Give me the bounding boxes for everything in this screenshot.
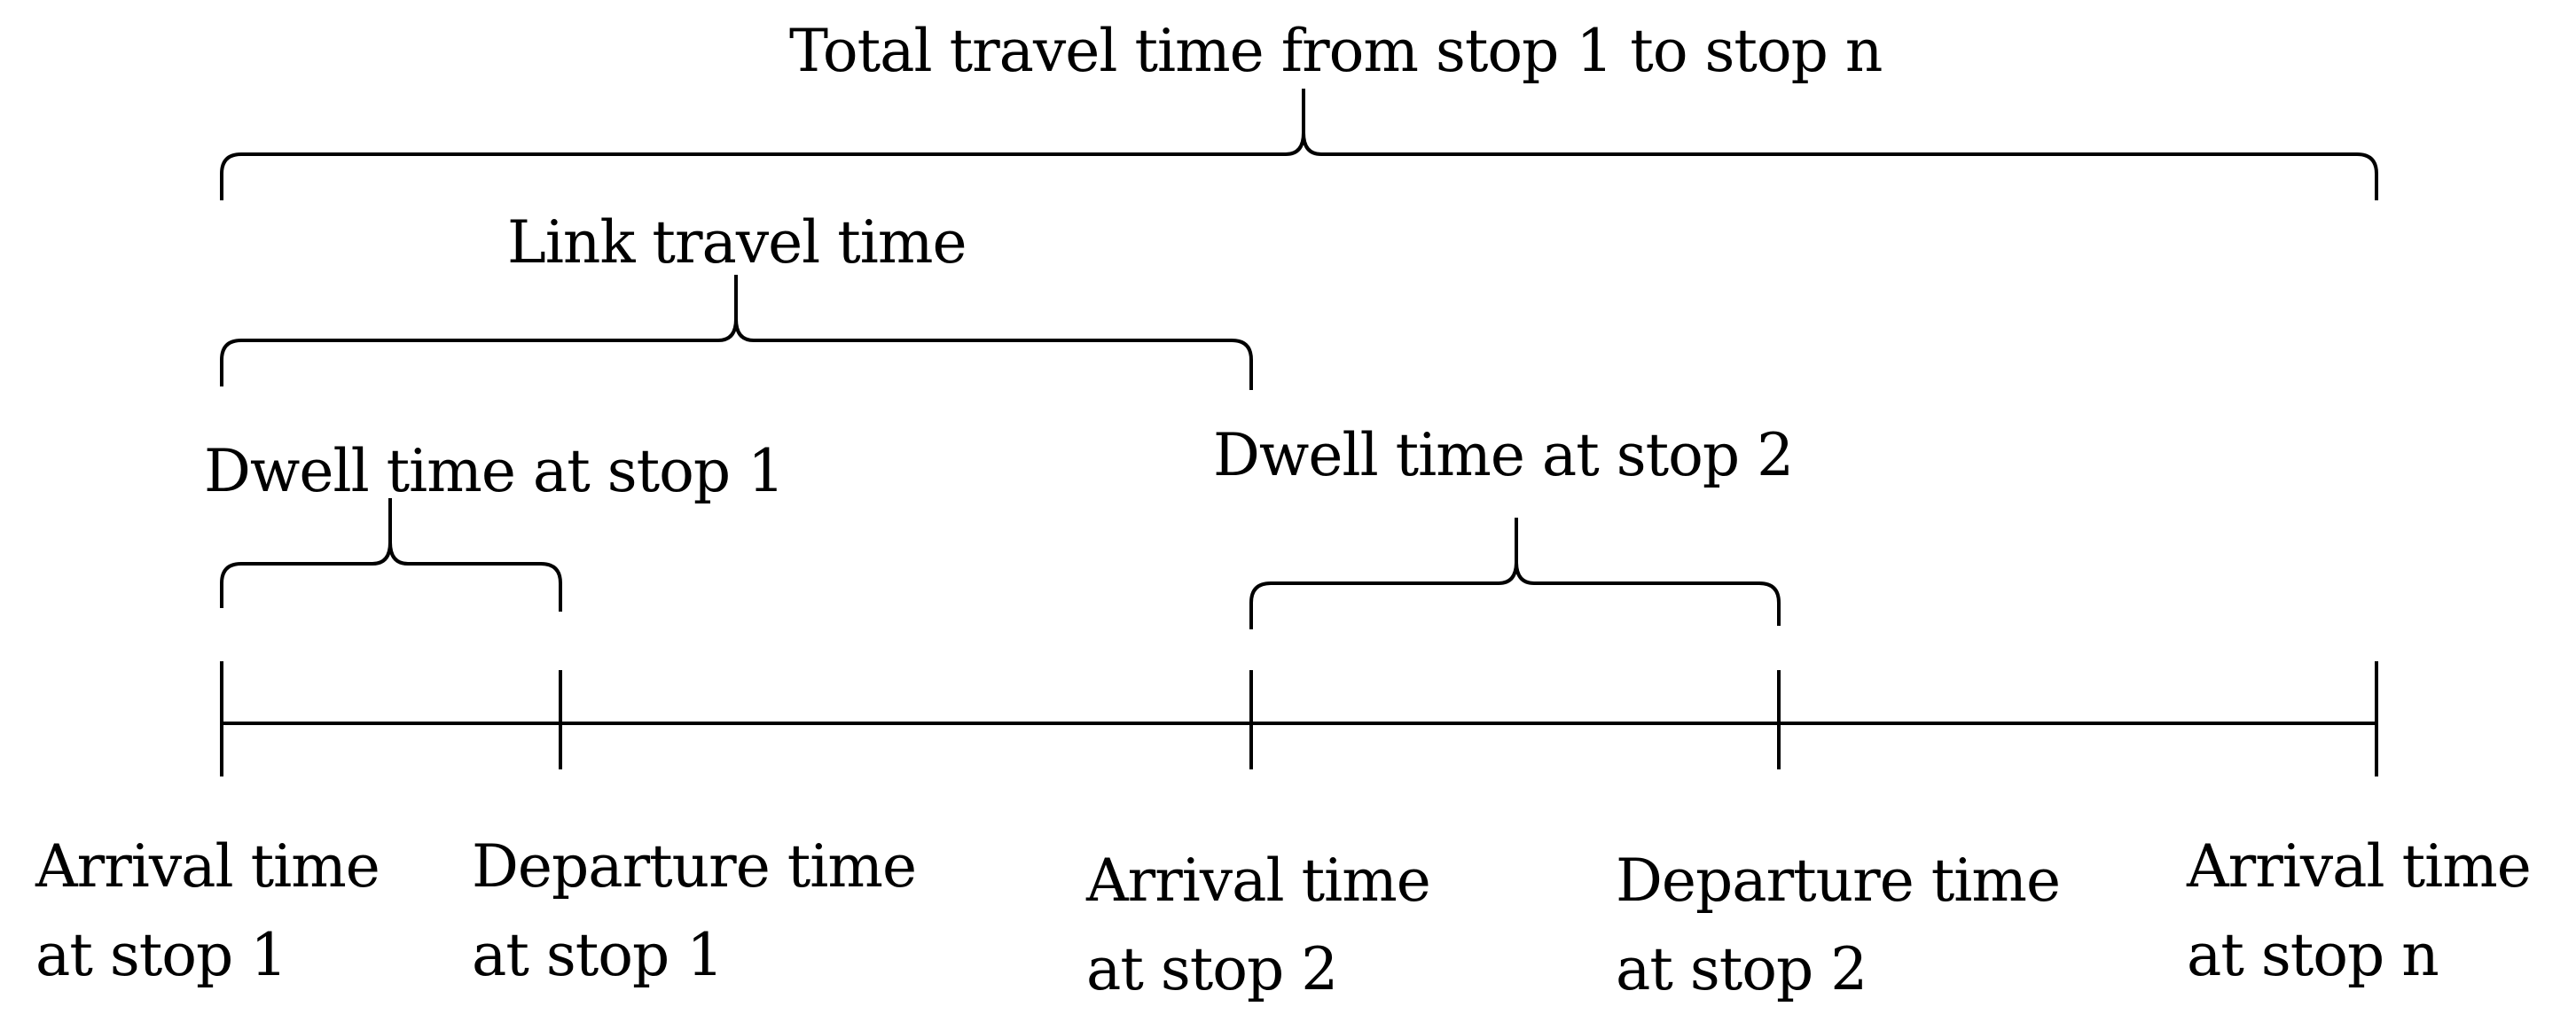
label-departure-stop-2: Departure time at stop 2 [1616,837,2061,1014]
label-arrival-stop-n: Arrival time at stop n [2187,823,2532,1000]
label-line-2: at stop 1 [472,921,724,989]
label-total-travel-time: Total travel time from stop 1 to stop n [789,17,1883,85]
label-line-2: at stop n [2187,921,2439,989]
bracket-dwell-stop-1 [220,498,562,612]
label-line-1: Arrival time [1086,847,1431,915]
label-dwell-time-stop-1: Dwell time at stop 1 [204,437,785,505]
label-link-travel-time: Link travel time [507,208,967,277]
label-line-2: at stop 2 [1086,935,1338,1003]
bracket-dwell-stop-2 [1249,518,1781,629]
label-arrival-stop-1: Arrival time at stop 1 [35,823,380,1000]
label-line-1: Departure time [1616,847,2061,915]
label-line-2: at stop 1 [35,921,287,989]
bracket-link [220,275,1253,390]
label-line-2: at stop 2 [1616,935,1867,1003]
label-line-1: Departure time [472,832,917,901]
label-departure-stop-1: Departure time at stop 1 [472,823,917,1000]
label-dwell-time-stop-2: Dwell time at stop 2 [1213,421,1794,489]
bracket-total [220,89,2378,200]
label-line-1: Arrival time [2187,832,2532,901]
label-arrival-stop-2: Arrival time at stop 2 [1086,837,1431,1014]
label-line-1: Arrival time [35,832,380,901]
